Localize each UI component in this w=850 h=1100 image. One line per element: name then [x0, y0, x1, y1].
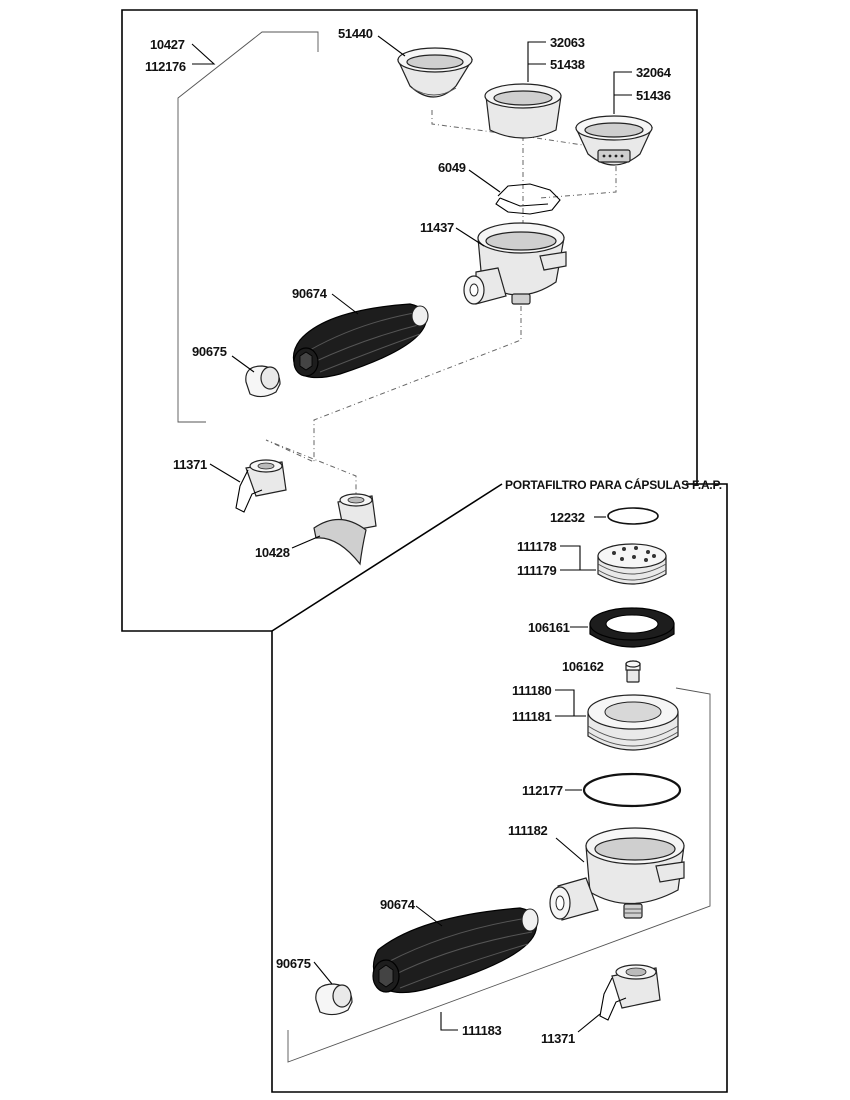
- spout-11371-top: [235, 459, 287, 513]
- assembly-line-spout: [265, 306, 522, 496]
- assembly-bracket-bottom: [287, 687, 711, 1063]
- part-label-12232: 12232: [550, 510, 585, 525]
- part-label-32063: 32063: [550, 35, 585, 50]
- end-cap-90675-top: [245, 365, 281, 398]
- part-label-90674-top: 90674: [292, 286, 328, 301]
- leader-11371-bottom: [577, 1013, 601, 1033]
- leader-10428: [291, 535, 321, 549]
- end-cap-90675-bottom: [315, 983, 353, 1016]
- part-label-6049: 6049: [438, 160, 466, 175]
- portafilter-body-111182: [549, 827, 685, 921]
- o-ring-12232: [607, 507, 659, 525]
- handle-90674-top: [292, 303, 429, 379]
- part-label-111179: 111179: [517, 563, 556, 578]
- leader-111182: [555, 837, 585, 863]
- leader-32063: [527, 41, 546, 82]
- spring-clip-6049: [495, 183, 561, 215]
- screw-106162: [625, 660, 641, 683]
- leader-10427: [191, 43, 216, 65]
- leader-32064: [613, 71, 632, 114]
- gasket-106161: [589, 607, 675, 648]
- part-label-10428: 10428: [255, 545, 290, 560]
- part-label-90674-bottom: 90674: [380, 897, 416, 912]
- part-label-111180: 111180: [512, 683, 551, 698]
- part-label-32064: 32064: [636, 65, 672, 80]
- part-label-10427: 10427: [150, 37, 185, 52]
- part-label-11371-top: 11371: [173, 457, 207, 472]
- section-divider: [271, 483, 503, 632]
- leader-111180: [555, 689, 586, 717]
- leader-90675-bottom: [313, 961, 333, 985]
- part-label-11437: 11437: [420, 220, 454, 235]
- part-label-51436: 51436: [636, 88, 671, 103]
- leader-90674-top: [331, 293, 359, 315]
- part-label-111181: 111181: [512, 709, 551, 724]
- part-label-111183: 111183: [462, 1023, 501, 1038]
- part-label-106162: 106162: [562, 659, 604, 674]
- leader-111183: [440, 1012, 458, 1031]
- shower-disc-111178: [597, 543, 667, 585]
- part-label-112176: 112176: [145, 59, 186, 74]
- spout-10428: [313, 493, 377, 566]
- part-label-90675-bottom: 90675: [276, 956, 311, 971]
- part-label-90675-top: 90675: [192, 344, 227, 359]
- leader-51440: [377, 35, 406, 57]
- filter-basket-32064: [575, 115, 653, 166]
- spout-11371-bottom: [599, 964, 661, 1021]
- handle-90674-bottom: [372, 907, 539, 994]
- leader-11437: [455, 227, 485, 247]
- leader-90675-top: [231, 355, 255, 373]
- assembly-bracket-top: [177, 31, 319, 423]
- adapter-ring-111180: [587, 694, 679, 751]
- leader-111178: [560, 545, 596, 571]
- part-label-111178: 111178: [517, 539, 556, 554]
- o-ring-112177: [582, 772, 682, 808]
- part-label-11371-bottom: 11371: [541, 1031, 575, 1046]
- part-label-51438: 51438: [550, 57, 585, 72]
- filter-basket-51440: [397, 47, 474, 98]
- leader-11371-top: [209, 463, 241, 483]
- assembly-line-baskets: [431, 110, 617, 199]
- part-label-51440: 51440: [338, 26, 373, 41]
- diagram-frame: [121, 9, 728, 1093]
- leader-90674-bottom: [415, 905, 443, 927]
- part-label-106161: 106161: [528, 620, 570, 635]
- part-label-111182: 111182: [508, 823, 547, 838]
- portafilter-body-11437: [463, 222, 567, 305]
- section-title: PORTAFILTRO PARA CÁPSULAS F.A.P.: [505, 477, 722, 492]
- part-label-112177: 112177: [522, 783, 563, 798]
- leader-6049: [468, 169, 501, 193]
- filter-basket-32063: [484, 83, 562, 139]
